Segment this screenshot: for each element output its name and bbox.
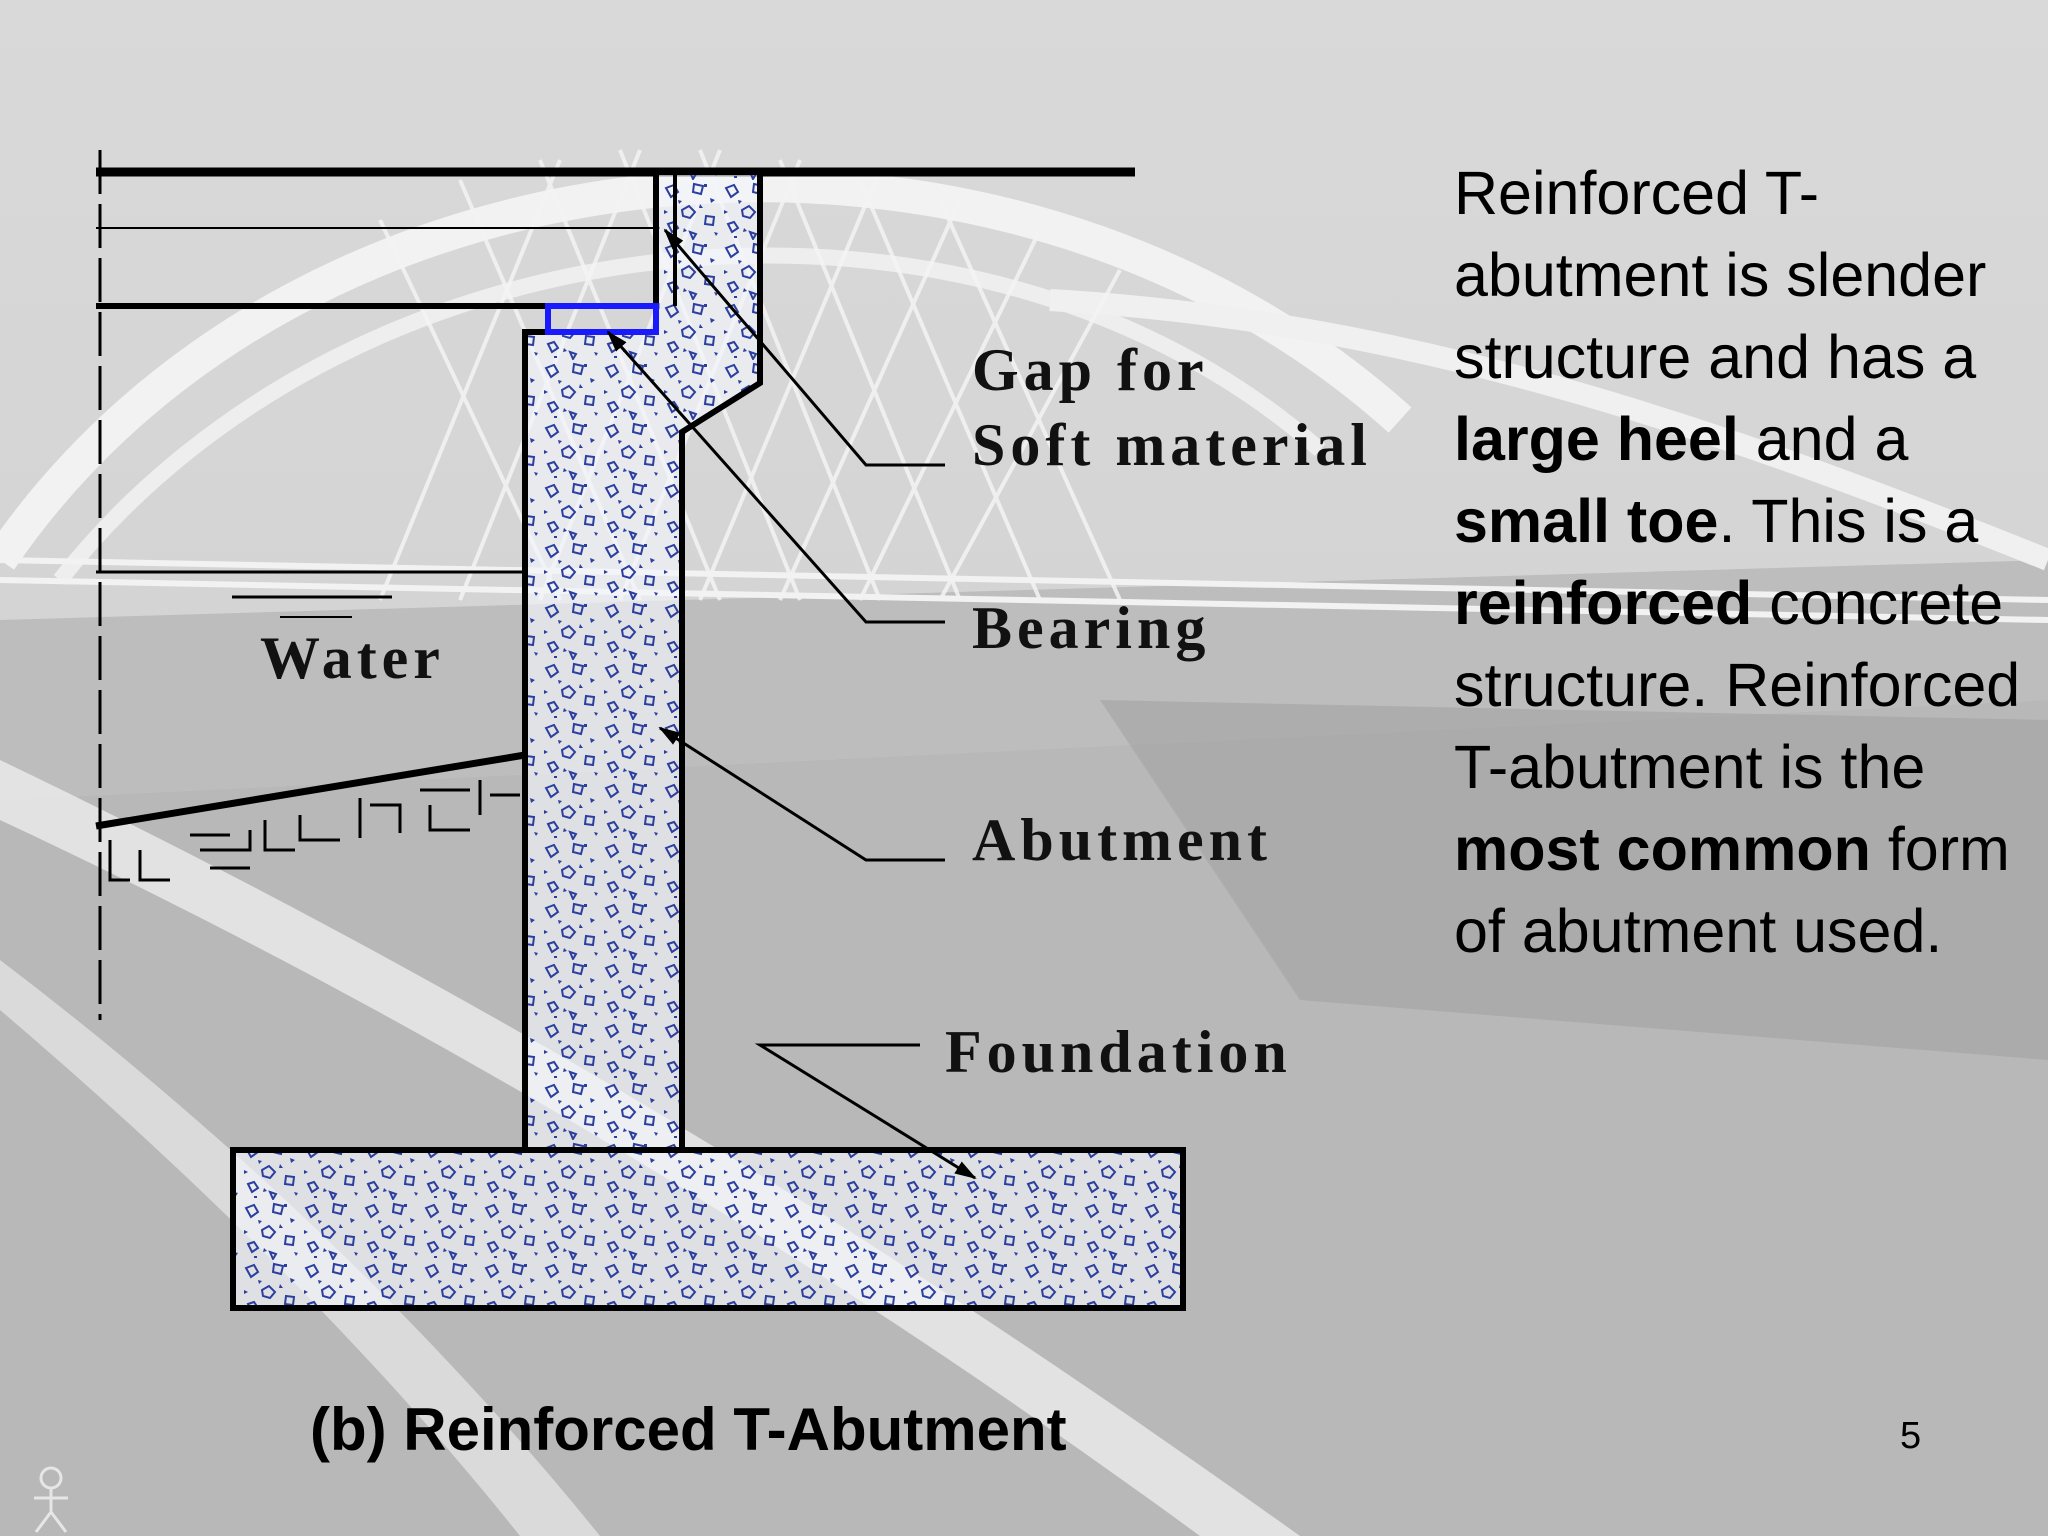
ground-hatch xyxy=(108,780,520,882)
person-icon[interactable] xyxy=(28,1466,74,1534)
label-bearing: Bearing xyxy=(972,595,1210,661)
abutment-stem xyxy=(522,169,763,1153)
description-text: Reinforced T-abutment is slender structu… xyxy=(1454,159,2021,965)
bearing-pad xyxy=(545,303,659,335)
leader-foundation xyxy=(754,1043,977,1180)
foundation-footing xyxy=(230,1147,1186,1311)
label-gap-line1: Gap for xyxy=(972,337,1209,403)
slide-page-number: 5 xyxy=(1900,1415,1922,1457)
emphasis-small-toe: small toe xyxy=(1454,487,1719,555)
emphasis-reinforced: reinforced xyxy=(1454,569,1753,637)
figure-caption: (b) Reinforced T-Abutment xyxy=(310,1396,1067,1463)
ground-slope xyxy=(95,751,526,830)
label-foundation: Foundation xyxy=(945,1019,1292,1085)
leader-bearing xyxy=(606,330,945,624)
label-water: Water xyxy=(260,625,445,691)
emphasis-large-heel: large heel xyxy=(1454,405,1739,473)
emphasis-most-common: most common xyxy=(1454,815,1871,883)
leader-abutment xyxy=(658,726,945,862)
label-gap-line2: Soft material xyxy=(972,412,1372,478)
leader-gap xyxy=(663,228,945,467)
label-abutment: Abutment xyxy=(972,807,1272,873)
